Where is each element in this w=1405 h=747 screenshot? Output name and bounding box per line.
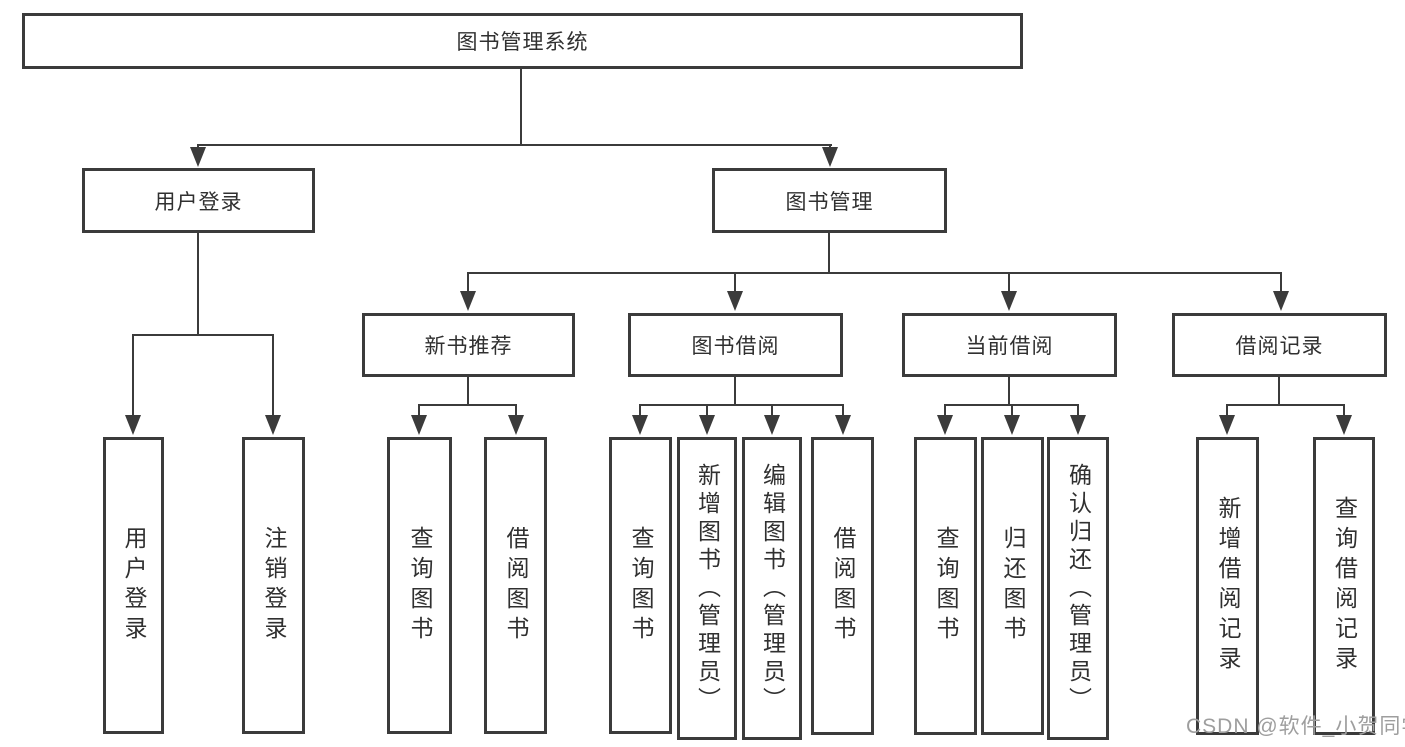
connector-book-mgmt-vertical bbox=[828, 233, 830, 274]
connector-root-horizontal bbox=[197, 144, 832, 146]
leaf-user-login: 用户登录 bbox=[103, 437, 164, 734]
connector-new-book-stub-1 bbox=[418, 404, 420, 420]
arrow-down-icon bbox=[1336, 415, 1352, 435]
arrow-down-icon bbox=[822, 147, 838, 167]
leaf-query-books-borrowing: 查询图书 bbox=[609, 437, 672, 734]
arrow-down-icon bbox=[699, 415, 715, 435]
leaf-edit-books-admin-label: 编辑图书（管理员） bbox=[759, 462, 786, 715]
connector-book-borrowing-stub-2 bbox=[706, 404, 708, 420]
leaf-user-login-label: 用户登录 bbox=[121, 525, 147, 646]
connector-user-login-vertical bbox=[197, 233, 199, 336]
leaf-add-borrow-record: 新增借阅记录 bbox=[1196, 437, 1259, 735]
leaf-add-books-admin-label: 新增图书（管理员） bbox=[694, 462, 721, 715]
node-library-system-label: 图书管理系统 bbox=[456, 31, 589, 54]
arrow-down-icon bbox=[1070, 415, 1086, 435]
node-current-borrowing-label: 当前借阅 bbox=[965, 335, 1054, 358]
connector-borrow-records-vertical bbox=[1278, 377, 1280, 406]
node-book-borrowing-label: 图书借阅 bbox=[691, 335, 780, 358]
leaf-query-books-recommend-label: 查询图书 bbox=[407, 525, 433, 646]
leaf-query-books-borrowing-label: 查询图书 bbox=[628, 525, 654, 646]
node-book-borrowing: 图书借阅 bbox=[628, 313, 843, 377]
leaf-confirm-return-admin-label: 确认归还（管理员） bbox=[1065, 462, 1092, 715]
arrow-down-icon bbox=[1219, 415, 1235, 435]
node-user-login: 用户登录 bbox=[82, 168, 315, 233]
leaf-borrow-books-recommend-label: 借阅图书 bbox=[503, 525, 529, 646]
leaf-query-books-recommend: 查询图书 bbox=[387, 437, 452, 734]
arrow-down-icon bbox=[835, 415, 851, 435]
connector-book-mgmt-horizontal bbox=[467, 272, 1282, 274]
connector-borrow-records-horizontal bbox=[1226, 404, 1345, 406]
connector-new-book-vertical bbox=[467, 377, 469, 406]
csdn-watermark: CSDN @软件_小贺同学 bbox=[1186, 715, 1405, 738]
arrow-down-icon bbox=[125, 415, 141, 435]
leaf-query-borrow-record-label: 查询借阅记录 bbox=[1331, 496, 1358, 676]
connector-current-borrowing-stub-2 bbox=[1011, 404, 1013, 420]
leaf-return-books: 归还图书 bbox=[981, 437, 1044, 735]
node-library-system: 图书管理系统 bbox=[22, 13, 1023, 69]
arrow-down-icon bbox=[1273, 291, 1289, 311]
leaf-logout: 注销登录 bbox=[242, 437, 305, 734]
arrow-down-icon bbox=[1001, 291, 1017, 311]
node-current-borrowing: 当前借阅 bbox=[902, 313, 1117, 377]
arrow-down-icon bbox=[508, 415, 524, 435]
connector-current-borrowing-stub-3 bbox=[1077, 404, 1079, 420]
node-book-management-label: 图书管理 bbox=[785, 190, 874, 214]
connector-current-borrowing-vertical bbox=[1008, 377, 1010, 406]
connector-user-login-stub-left bbox=[132, 334, 134, 420]
arrow-down-icon bbox=[764, 415, 780, 435]
arrow-down-icon bbox=[632, 415, 648, 435]
arrow-down-icon bbox=[190, 147, 206, 167]
node-borrowing-records-label: 借阅记录 bbox=[1235, 335, 1324, 358]
connector-user-login-stub-right bbox=[272, 334, 274, 420]
leaf-query-books-current-label: 查询图书 bbox=[933, 526, 959, 646]
connector-borrow-records-stub-2 bbox=[1343, 404, 1345, 420]
leaf-query-borrow-record: 查询借阅记录 bbox=[1313, 437, 1375, 735]
connector-new-book-stub-2 bbox=[515, 404, 517, 420]
node-borrowing-records: 借阅记录 bbox=[1172, 313, 1387, 377]
leaf-borrow-books-recommend: 借阅图书 bbox=[484, 437, 547, 734]
connector-new-book-horizontal bbox=[418, 404, 517, 406]
connector-current-borrowing-stub-1 bbox=[944, 404, 946, 420]
leaf-add-books-admin: 新增图书（管理员） bbox=[677, 437, 737, 740]
connector-book-mgmt-stub-2 bbox=[734, 272, 736, 294]
leaf-borrow-books-label: 借阅图书 bbox=[830, 526, 856, 646]
connector-book-borrowing-stub-3 bbox=[771, 404, 773, 420]
connector-book-mgmt-stub-4 bbox=[1280, 272, 1282, 294]
connector-book-borrowing-horizontal bbox=[639, 404, 844, 406]
leaf-logout-label: 注销登录 bbox=[261, 525, 287, 646]
connector-book-borrowing-vertical bbox=[734, 377, 736, 406]
node-new-book-recommend-label: 新书推荐 bbox=[424, 335, 513, 358]
connector-book-mgmt-stub-1 bbox=[467, 272, 469, 294]
arrow-down-icon bbox=[937, 415, 953, 435]
connector-book-borrowing-stub-1 bbox=[639, 404, 641, 420]
leaf-add-borrow-record-label: 新增借阅记录 bbox=[1215, 496, 1241, 676]
connector-borrow-records-stub-1 bbox=[1226, 404, 1228, 420]
arrow-down-icon bbox=[411, 415, 427, 435]
node-book-management: 图书管理 bbox=[712, 168, 947, 233]
leaf-edit-books-admin: 编辑图书（管理员） bbox=[742, 437, 802, 740]
connector-user-login-horizontal bbox=[133, 334, 274, 336]
arrow-down-icon bbox=[265, 415, 281, 435]
arrow-down-icon bbox=[727, 291, 743, 311]
node-user-login-label: 用户登录 bbox=[154, 190, 243, 214]
leaf-borrow-books: 借阅图书 bbox=[811, 437, 874, 735]
connector-book-borrowing-stub-4 bbox=[842, 404, 844, 420]
node-new-book-recommend: 新书推荐 bbox=[362, 313, 575, 377]
arrow-down-icon bbox=[1004, 415, 1020, 435]
leaf-return-books-label: 归还图书 bbox=[1000, 526, 1026, 646]
leaf-confirm-return-admin: 确认归还（管理员） bbox=[1047, 437, 1109, 740]
leaf-query-books-current: 查询图书 bbox=[914, 437, 977, 735]
connector-root-vertical bbox=[520, 69, 522, 146]
arrow-down-icon bbox=[460, 291, 476, 311]
connector-book-mgmt-stub-3 bbox=[1008, 272, 1010, 294]
